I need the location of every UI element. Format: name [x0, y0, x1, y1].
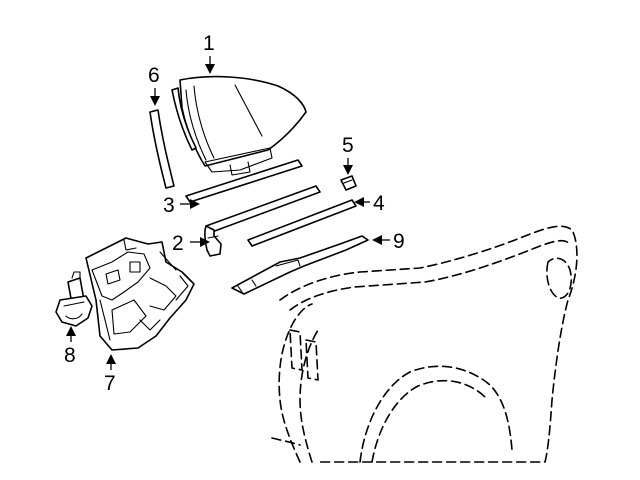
- callout-2: 2: [172, 232, 184, 255]
- leader-4: [354, 197, 370, 207]
- vertical-weatherstrip: [149, 109, 175, 189]
- lower-rail: [231, 235, 369, 295]
- belt-strip: [247, 199, 357, 247]
- callout-7: 7: [104, 372, 116, 395]
- glass-seal-strip: [185, 159, 303, 203]
- callout-6: 6: [148, 64, 160, 87]
- run-channel: [204, 185, 321, 257]
- retainer-clip: [340, 175, 357, 191]
- window-regulator: [85, 237, 195, 351]
- leader-8: [66, 326, 76, 342]
- callout-1: 1: [203, 32, 215, 55]
- regulator-motor: [55, 271, 93, 327]
- leader-6: [150, 88, 160, 106]
- callout-5: 5: [342, 134, 354, 157]
- quarter-panel-outline: [271, 225, 578, 463]
- leader-7: [106, 354, 116, 370]
- callout-3: 3: [163, 194, 175, 217]
- leader-3: [180, 199, 200, 209]
- leader-9: [372, 235, 390, 245]
- quarter-window-glass: [171, 75, 307, 176]
- leader-1: [205, 56, 215, 74]
- leader-2: [190, 237, 210, 247]
- callout-8: 8: [64, 344, 76, 367]
- callout-9: 9: [393, 230, 405, 253]
- callout-4: 4: [373, 192, 385, 215]
- leader-5: [343, 158, 353, 175]
